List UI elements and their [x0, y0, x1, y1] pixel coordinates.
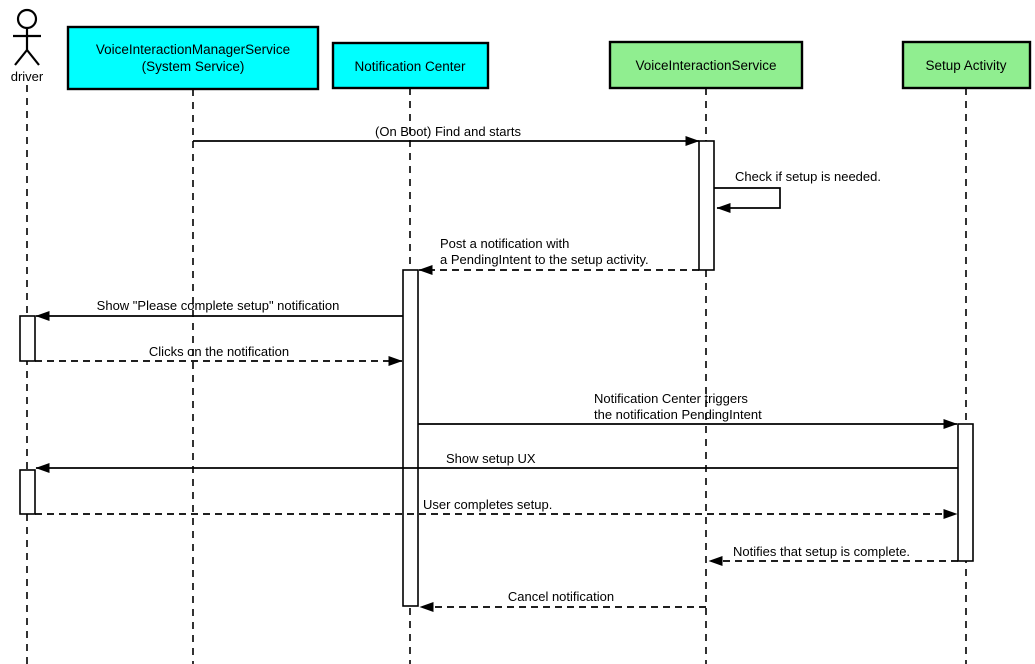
- participant-label: VoiceInteractionService: [635, 58, 776, 73]
- message-notifies-that-setup-is-complete: Notifies that setup is complete.: [708, 544, 958, 566]
- participant-box: [901, 40, 1032, 90]
- message-post-a-notification: Post a notification with a PendingIntent…: [418, 236, 699, 275]
- message-check-if-setup-is-needed: Check if setup is needed.: [714, 169, 881, 213]
- message-label: Show setup UX: [446, 451, 536, 466]
- message-label-line1: Post a notification with: [440, 236, 569, 251]
- message-label: Notifies that setup is complete.: [733, 544, 910, 559]
- actor-driver: driver: [11, 8, 44, 84]
- participant-box: [331, 41, 490, 90]
- message-clicks-on-the-notification: Clicks on the notification: [35, 344, 403, 366]
- message-label: Show "Please complete setup" notificatio…: [97, 298, 340, 313]
- message-label: Cancel notification: [508, 589, 614, 604]
- activation-voice-interaction-service: [698, 140, 715, 271]
- participant-label: Notification Center: [354, 59, 466, 74]
- participant-box: [608, 40, 804, 90]
- message-label-line2: the notification PendingIntent: [594, 407, 762, 422]
- message-label: Check if setup is needed.: [735, 169, 881, 184]
- activation-bars: [19, 140, 974, 607]
- activation-notification-center: [402, 269, 419, 607]
- participant-label-line2: (System Service): [142, 59, 245, 74]
- message-label-line1: Notification Center triggers: [594, 391, 748, 406]
- message-cancel-notification: Cancel notification: [419, 589, 706, 612]
- message-on-boot-find-and-starts: (On Boot) Find and starts: [193, 124, 700, 146]
- actor-head: [16, 8, 38, 30]
- actor-leg-right: [26, 49, 40, 66]
- participant-voice-interaction-service: VoiceInteractionService: [608, 40, 804, 90]
- message-arrow: [714, 187, 781, 213]
- participant-notification-center: Notification Center: [331, 41, 490, 90]
- participant-label-line1: VoiceInteractionManagerService: [96, 42, 290, 57]
- message-label: (On Boot) Find and starts: [375, 124, 521, 139]
- message-notification-center-triggers-pendingintent: Notification Center triggers the notific…: [418, 391, 958, 429]
- actor-driver-label: driver: [11, 69, 44, 84]
- activation-setup-activity: [957, 423, 974, 562]
- message-show-setup-ux: Show setup UX: [35, 451, 958, 473]
- activation-driver-1: [19, 315, 36, 362]
- message-label: Clicks on the notification: [149, 344, 289, 359]
- message-user-completes-setup: User completes setup.: [35, 497, 958, 519]
- participant-setup-activity: Setup Activity: [901, 40, 1032, 90]
- activation-driver-2: [19, 469, 36, 515]
- message-show-please-complete-setup-notification: Show "Please complete setup" notificatio…: [35, 298, 403, 321]
- participant-voice-interaction-manager-service: VoiceInteractionManagerService (System S…: [66, 25, 320, 91]
- message-label-line2: a PendingIntent to the setup activity.: [440, 252, 649, 267]
- message-label: User completes setup.: [423, 497, 552, 512]
- participant-box: [66, 25, 320, 91]
- actor-leg-left: [14, 49, 28, 66]
- participant-label: Setup Activity: [925, 58, 1006, 73]
